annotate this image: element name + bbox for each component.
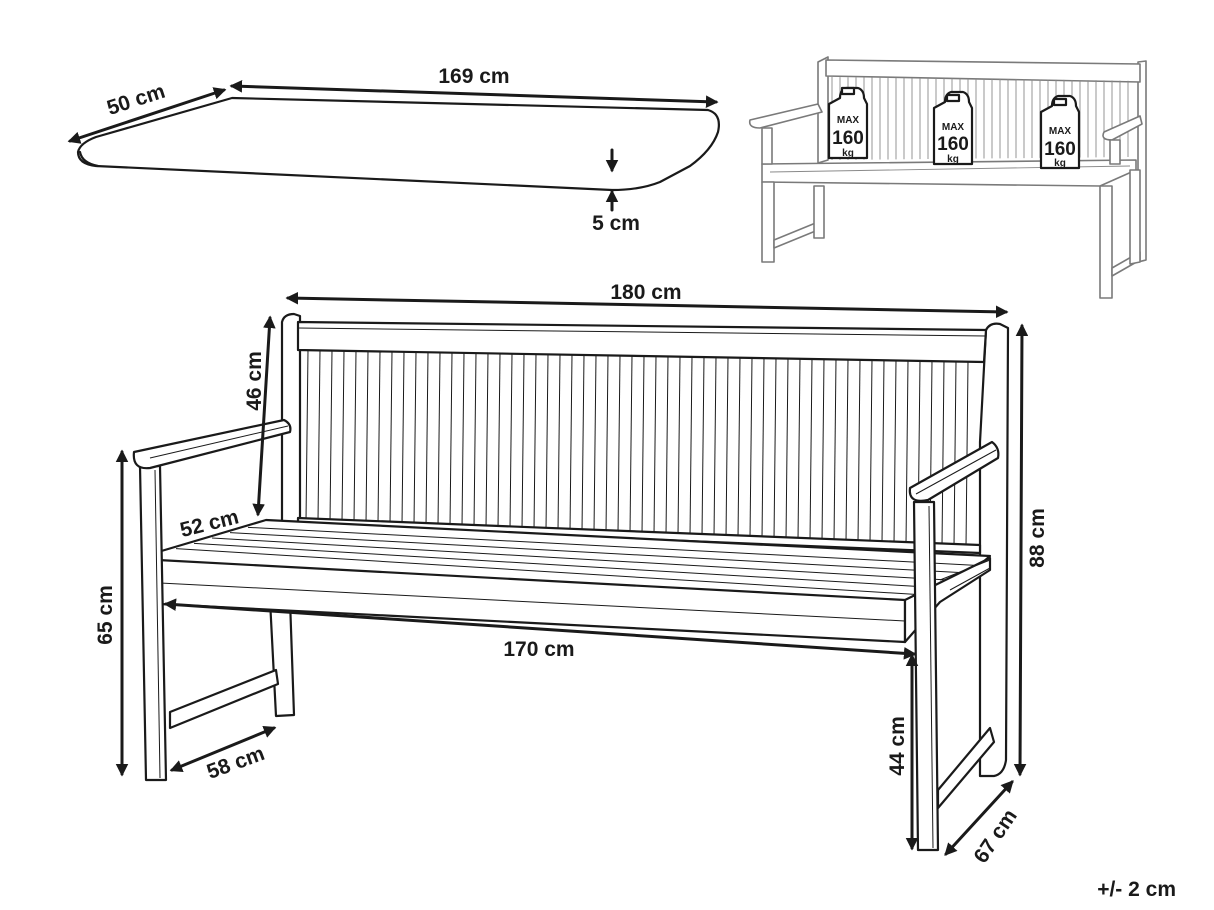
backrest-slat	[533, 353, 537, 530]
seat-plank-line	[211, 537, 948, 581]
backrest-slat	[857, 359, 861, 543]
backrest-slat	[965, 360, 969, 547]
backrest-slat	[665, 355, 669, 536]
backrest-slat	[809, 358, 813, 541]
backrest-slat	[557, 354, 561, 531]
backrest-slat	[437, 352, 441, 527]
armrest-height-label: 65 cm	[94, 585, 117, 645]
backrest-slat	[713, 356, 717, 537]
backrest-slat	[413, 351, 417, 526]
backrest-slat	[821, 358, 825, 542]
load-max-label: MAX	[837, 115, 860, 126]
backrest-slat	[341, 350, 345, 523]
backrest-slat	[461, 352, 465, 528]
backrest-slat	[329, 350, 333, 522]
cushion-thickness-label: 5 cm	[592, 212, 640, 235]
total-depth-label: 67 cm	[969, 805, 1021, 867]
backrest-slat	[401, 351, 405, 525]
cushion-width-dimension: 169 cm	[229, 65, 719, 108]
seat-plank-line	[193, 542, 934, 588]
backrest-slat	[485, 352, 489, 529]
backrest-slat	[653, 355, 657, 535]
backrest-slat	[497, 353, 501, 529]
backrest-slat	[617, 355, 621, 534]
backrest-slat	[389, 351, 393, 525]
backrest-slat	[677, 356, 681, 536]
backrest-slat	[605, 354, 609, 533]
side-depth-label: 58 cm	[204, 742, 268, 784]
backrest-slat	[581, 354, 585, 532]
load-max-label: MAX	[942, 122, 965, 133]
backrest-slat	[869, 359, 873, 544]
backrest-slat	[629, 355, 633, 534]
side-depth-dimension: 58 cm	[169, 726, 277, 784]
cushion-thickness-dimension: 5 cm	[592, 148, 640, 235]
backrest-slat	[881, 359, 885, 544]
backrest-height-dimension: 46 cm	[243, 315, 276, 517]
cushion-depth-dimension: 50 cm	[67, 80, 227, 144]
load-value-label: 160	[1044, 139, 1076, 160]
load-unit-label: kg	[947, 154, 959, 165]
seat-height-label: 44 cm	[886, 716, 909, 776]
backrest-slat	[377, 351, 381, 524]
total-width-dimension: 180 cm	[285, 281, 1009, 319]
load-value-label: 160	[832, 128, 864, 149]
cushion-width-label: 169 cm	[438, 65, 509, 88]
backrest-slat	[473, 352, 477, 528]
backrest-slat	[305, 349, 309, 522]
backrest-slat	[905, 359, 909, 545]
backrest-slat	[737, 357, 741, 538]
seat-plank-line	[229, 532, 962, 574]
load-value-label: 160	[937, 134, 969, 155]
load-unit-label: kg	[1054, 158, 1066, 169]
backrest-slat	[953, 360, 957, 547]
backrest-slat	[725, 356, 729, 538]
backrest-slat	[425, 351, 429, 526]
total-height-dimension: 88 cm	[1013, 323, 1049, 777]
backrest-slat	[833, 358, 837, 542]
backrest-slat	[593, 354, 597, 533]
load-badge-left: MAX 160 kg	[827, 86, 869, 160]
backrest-slat	[845, 358, 849, 543]
load-badge-right: MAX 160 kg	[1039, 94, 1081, 170]
cushion-drawing	[76, 96, 720, 192]
load-badge-center: MAX 160 kg	[932, 90, 974, 166]
backrest-slat	[365, 350, 369, 524]
backrest-slat	[689, 356, 693, 537]
backrest-slat	[449, 352, 453, 527]
seat-width-label: 170 cm	[503, 638, 574, 661]
armrest-height-dimension: 65 cm	[94, 449, 129, 777]
cushion-depth-label: 50 cm	[104, 80, 168, 120]
backrest-slat	[317, 350, 321, 522]
total-width-label: 180 cm	[610, 281, 681, 304]
backrest-slat	[797, 358, 801, 541]
tolerance-label: +/- 2 cm	[1097, 878, 1176, 901]
total-height-label: 88 cm	[1026, 508, 1049, 568]
backrest-slat	[893, 359, 897, 545]
seat-plank-line	[175, 548, 920, 596]
backrest-slat	[353, 350, 357, 523]
load-max-label: MAX	[1049, 126, 1072, 137]
backrest-slat	[773, 357, 777, 540]
backrest-slat	[569, 354, 573, 532]
backrest-slat	[749, 357, 753, 539]
backrest-slat	[521, 353, 525, 530]
backrest-slat	[641, 355, 645, 535]
seat-width-dimension: 170 cm	[163, 598, 917, 661]
total-depth-dimension: 67 cm	[944, 780, 1022, 867]
backrest-slat	[509, 353, 513, 529]
backrest-slat	[545, 353, 549, 531]
backrest-slat	[761, 357, 765, 539]
seat-height-dimension: 44 cm	[886, 653, 919, 851]
backrest-slat	[785, 357, 789, 540]
seat-plank-line	[247, 526, 976, 566]
backrest-slat	[701, 356, 705, 537]
backrest-slat	[941, 360, 945, 546]
load-unit-label: kg	[842, 148, 854, 159]
backrest-height-label: 46 cm	[243, 351, 266, 411]
